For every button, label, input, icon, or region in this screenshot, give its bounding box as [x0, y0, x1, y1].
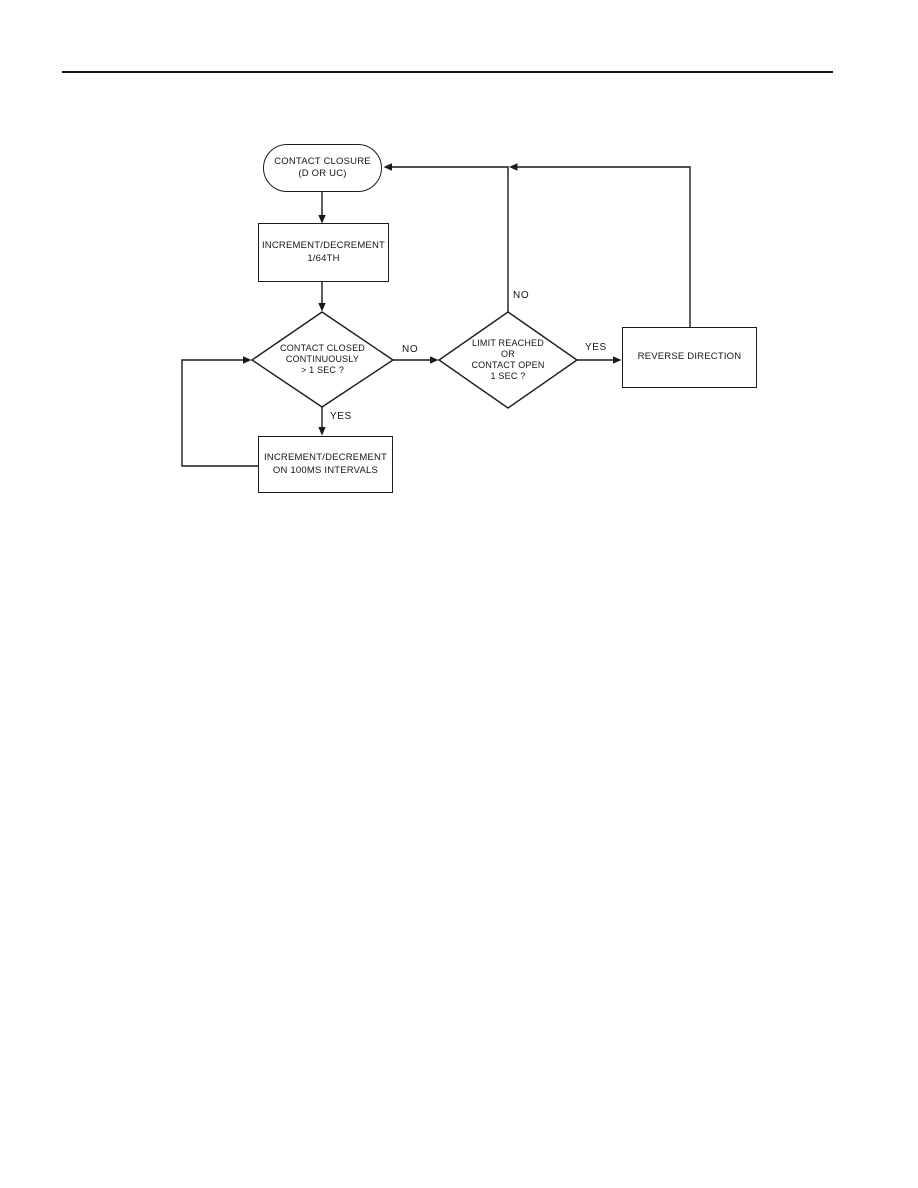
node-contact-closure-line1: CONTACT CLOSURE: [274, 155, 371, 167]
node-contact-closed-decision-line2: CONTINUOUSLY: [285, 353, 360, 364]
arrowhead-down-increment100ms: [318, 427, 326, 436]
node-limit-reached-decision-line2: OR: [501, 348, 515, 359]
arrowhead-down-decision1: [318, 303, 326, 312]
node-reverse-direction: REVERSE DIRECTION: [622, 327, 757, 388]
node-reverse-direction-line1: REVERSE DIRECTION: [637, 351, 742, 363]
node-limit-reached-decision: LIMIT REACHED OR CONTACT OPEN 1 SEC ?: [438, 316, 578, 404]
arrowhead-right-decision2: [430, 356, 439, 364]
node-limit-reached-decision-line1: LIMIT REACHED: [472, 337, 544, 348]
edge-reverse-feedback-to-junction: [517, 166, 691, 327]
node-contact-closed-decision-line1: CONTACT CLOSED: [280, 342, 365, 353]
node-contact-closed-decision: CONTACT CLOSED CONTINUOUSLY > 1 SEC ?: [252, 318, 393, 401]
node-increment-1-64th-line2: 1/64TH: [307, 252, 340, 264]
header-rule: [62, 71, 833, 74]
node-limit-reached-decision-line3: CONTACT OPEN: [471, 360, 545, 370]
arrowhead-down-increment64: [318, 215, 326, 224]
node-increment-100ms-line2: ON 100MS INTERVALS: [272, 464, 379, 476]
edge-label-contact-closed-yes: YES: [330, 411, 352, 422]
edge-label-limit-reached-no: NO: [513, 290, 530, 301]
node-limit-reached-decision-line4: 1 SEC ?: [490, 371, 526, 382]
node-contact-closure-line2: (D OR UC): [298, 168, 347, 179]
node-increment-1-64th: INCREMENT/DECREMENT 1/64TH: [258, 223, 389, 282]
arrowhead-right-reverse: [613, 356, 622, 364]
arrowhead-left-into-junction: [509, 163, 518, 171]
arrowhead-right-decision1-left: [243, 356, 252, 364]
node-increment-1-64th-line1: INCREMENT/DECREMENT: [261, 240, 386, 252]
node-increment-100ms: INCREMENT/DECREMENT ON 100MS INTERVALS: [258, 436, 393, 493]
arrowhead-left-into-start: [383, 163, 392, 171]
node-increment-100ms-line1: INCREMENT/DECREMENT: [263, 452, 388, 464]
decision2-diamond-shape: [437, 311, 579, 409]
edge-decision2-no-to-start: [392, 166, 509, 312]
decision1-diamond-shape: [250, 311, 395, 408]
edge-label-limit-reached-yes: YES: [585, 342, 607, 353]
edge-increment100ms-loop-to-decision1: [181, 359, 258, 467]
edge-label-contact-closed-no: NO: [402, 344, 419, 355]
node-contact-closed-decision-line3: > 1 SEC ?: [300, 365, 345, 376]
node-contact-closure: CONTACT CLOSURE (D OR UC): [263, 144, 382, 192]
